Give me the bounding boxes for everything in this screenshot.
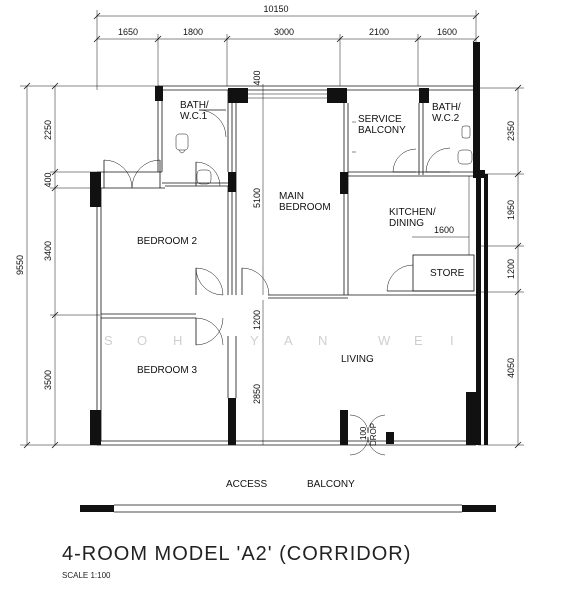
dim-right-3: 1200	[506, 259, 516, 279]
dim-left-1: 2250	[43, 120, 53, 140]
watermark-letter: Y	[250, 333, 259, 348]
dim-top-4: 2100	[369, 27, 389, 37]
label-service-line1: SERVICE	[358, 114, 402, 125]
walls	[90, 42, 488, 446]
watermark-letter: H	[173, 333, 182, 348]
room-labels: BATH/ W.C.1 SERVICE BALCONY BATH/ W.C.2 …	[137, 100, 465, 446]
dim-top-1: 1650	[118, 27, 138, 37]
watermark-letter: N	[318, 333, 327, 348]
label-bath1-line1: BATH/	[180, 100, 209, 111]
dim-inner-400: 400	[252, 70, 262, 85]
dim-top-2: 1800	[183, 27, 203, 37]
dim-inner-1200: 1200	[252, 310, 262, 330]
label-drop-text: DROP	[369, 423, 378, 446]
dim-overall-width: 10150	[263, 4, 288, 14]
dim-top-3: 3000	[274, 27, 294, 37]
dim-left-4: 3500	[43, 370, 53, 390]
dim-left-3: 3400	[43, 241, 53, 261]
label-bath1-line2: W.C.1	[180, 111, 208, 122]
label-kitchen-line1: KITCHEN/	[389, 207, 436, 218]
plan-scale: SCALE 1:100	[62, 571, 111, 580]
watermark-letter: O	[137, 333, 147, 348]
label-bedroom2: BEDROOM 2	[137, 236, 197, 247]
dim-inner-5100: 5100	[252, 188, 262, 208]
label-drop-value: 100	[359, 426, 368, 440]
dim-inner-2850: 2850	[252, 384, 262, 404]
plan-title: 4-ROOM MODEL 'A2' (CORRIDOR)	[62, 543, 411, 565]
fixtures	[175, 125, 473, 185]
label-main-line1: MAIN	[279, 191, 304, 202]
watermark-letter: E	[414, 333, 423, 348]
label-store: STORE	[430, 268, 465, 279]
dim-right-2: 1950	[506, 200, 516, 220]
watermark-letter: I	[450, 333, 454, 348]
doors	[103, 109, 451, 456]
label-kitchen-line2: DINING	[389, 218, 424, 229]
watermark-letter: A	[284, 333, 293, 348]
access-balcony: ACCESS BALCONY	[80, 479, 496, 513]
dim-left-total: 9550	[15, 255, 25, 275]
access-label: ACCESS	[226, 479, 267, 490]
label-bath2-line2: W.C.2	[432, 113, 460, 124]
dim-inner-1600: 1600	[434, 225, 454, 235]
label-main-line2: BEDROOM	[279, 202, 331, 213]
dim-left-2: 400	[43, 172, 53, 187]
label-service-line2: BALCONY	[358, 125, 406, 136]
dimension-lines	[20, 10, 524, 449]
dim-right-4: 4050	[506, 358, 516, 378]
dim-top-5: 1600	[437, 27, 457, 37]
watermark: S O H Y A N W E I	[104, 333, 454, 348]
watermark-letter: S	[104, 333, 113, 348]
label-bedroom3: BEDROOM 3	[137, 365, 197, 376]
dim-right-1: 2350	[506, 121, 516, 141]
watermark-letter: W	[378, 333, 391, 348]
label-living: LIVING	[341, 354, 374, 365]
label-bath2-line1: BATH/	[432, 102, 461, 113]
balcony-label: BALCONY	[307, 479, 355, 490]
dimension-texts: 10150 1650 1800 3000 2100 1600 9550 2250…	[15, 4, 516, 404]
